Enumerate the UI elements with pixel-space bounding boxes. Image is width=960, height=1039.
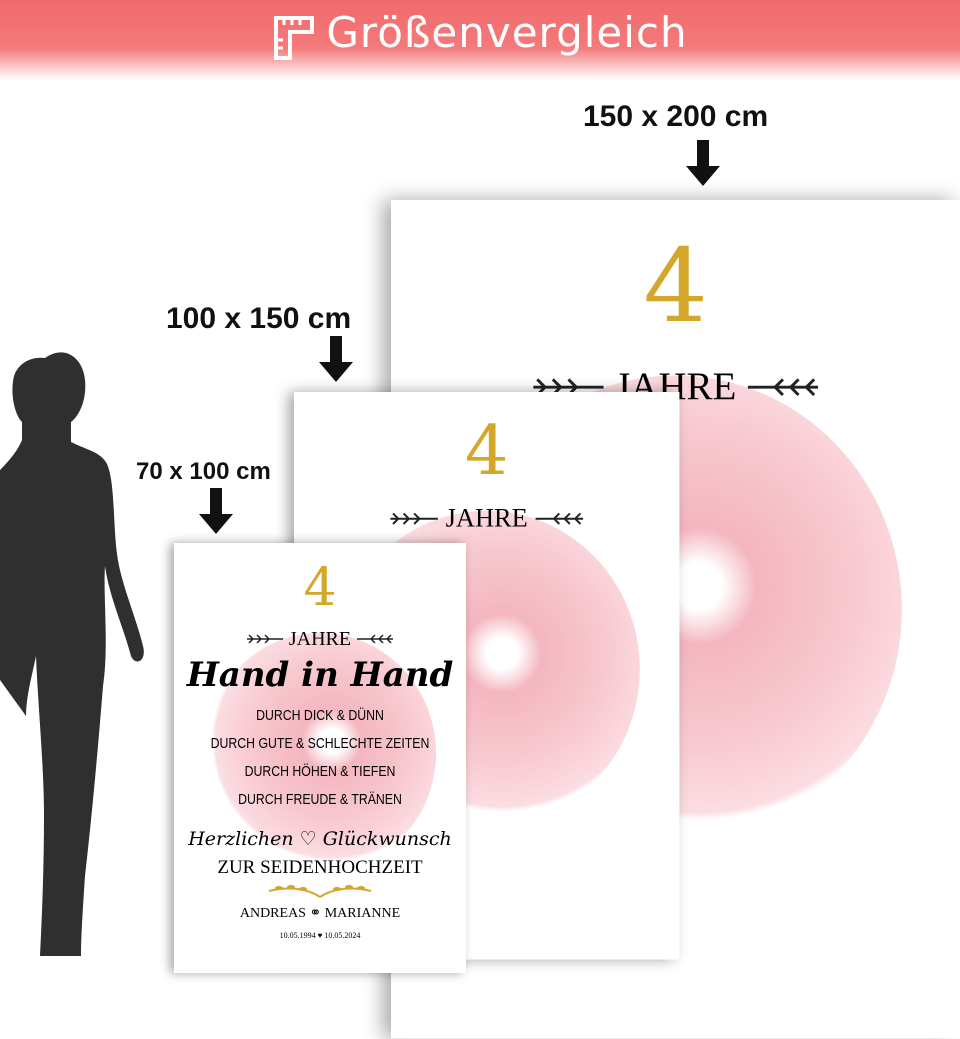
poster-line: DURCH DICK & DÜNN [256,707,384,724]
poster-jahre-row: JAHRE [294,503,679,535]
poster-date1: 10.05.1994 [279,931,316,940]
leaf-icon [390,512,438,525]
arrow-down-icon [199,488,233,534]
leaf-icon [357,634,394,644]
poster-names-row: ANDREAS ⚭ MARIANNE [174,905,466,923]
poster-number: 4 [464,411,509,491]
ruler-icon [274,16,315,60]
leaf-icon [246,634,283,644]
rings-icon: ⚭ [309,906,322,921]
poster-occasion: ZUR SEIDENHOCHZEIT [217,857,423,878]
poster-jahre: JAHRE [445,504,528,534]
page-title: Größenvergleich [326,8,688,57]
arrow-down-icon [686,140,720,186]
poster-name2: MARIANNE [324,906,401,921]
poster-jahre-row: JAHRE [174,627,466,651]
arrow-down-icon [319,336,353,382]
poster-date2: 10.05.2024 [324,931,361,940]
leaf-icon [535,512,584,525]
leaf-icon [748,378,819,397]
pink-watercolor [204,633,436,873]
size-label-small: 70 x 100 cm [136,458,271,485]
leaf-icon [533,378,604,397]
poster-headline: Hand in Hand [186,655,454,695]
poster-number: 4 [303,558,337,618]
heart-icon: ♥ [317,931,323,940]
poster-line: DURCH HÖHEN & TIEFEN [244,763,396,780]
poster-congrats: Herzlichen ♡ Glückwunsch [188,828,452,850]
poster-dates-row: 10.05.1994 ♥ 10.05.2024 [174,931,466,941]
poster-jahre: JAHRE [288,628,352,650]
size-label-medium: 100 x 150 cm [166,302,352,335]
poster-number: 4 [643,229,708,347]
size-label-large: 150 x 200 cm [583,100,769,133]
header-banner: Größenvergleich [0,0,960,80]
poster-name1: ANDREAS [239,906,306,921]
gold-laurel-icon [174,883,466,899]
poster-line: DURCH FREUDE & TRÄNEN [238,791,402,808]
poster-small: 4 JAHRE Hand in Hand DURCH DICK & DÜNN D… [174,543,466,973]
woman-silhouette [0,352,144,957]
poster-line: DURCH GUTE & SCHLECHTE ZEITEN [210,735,430,752]
